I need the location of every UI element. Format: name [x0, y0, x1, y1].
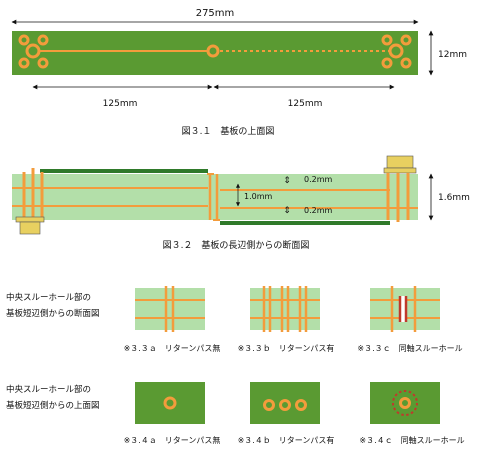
top-copper-plane — [40, 169, 208, 173]
fig33-row-label-1: 中央スルーホール部の — [6, 292, 91, 303]
fig33c-diagram — [370, 286, 440, 332]
fig33b-caption: ※３.３ｂ リターンパス有 — [238, 343, 335, 353]
center-via — [206, 44, 220, 58]
fig31-top-view: 275mm 12mm 125mm 125mm 図３.１ 基 — [11, 8, 467, 137]
right-sma-connector — [383, 155, 417, 222]
fig33a-caption: ※３.３ａ リターンパス無 — [124, 343, 221, 353]
fig34-row-label-1: 中央スルーホール部の — [6, 384, 91, 395]
dielectric-body — [12, 174, 418, 220]
fig31-caption: 図３.１ 基板の上面図 — [182, 125, 275, 137]
fig34b-diagram — [250, 382, 320, 424]
left-sma-connector — [15, 168, 45, 235]
dim-thickness-label: 1.6mm — [438, 193, 470, 203]
fig34a-caption: ※３.４ａ リターンパス無 — [124, 435, 221, 445]
fig34c-caption: ※３.４ｃ 同軸スルーホール — [359, 435, 464, 445]
dim-bottom-gap-label: 0.2mm — [304, 206, 333, 215]
fig34-row-label-2: 基板短辺側からの上面図 — [6, 400, 100, 411]
board-top — [12, 31, 418, 75]
fig33-row: 中央スルーホール部の 基板短辺側からの断面図 ※３.３ａ リターンパス無 ※３.… — [6, 286, 463, 353]
dim-top-gap-label: 0.2mm — [304, 175, 333, 184]
fig34-row: 中央スルーホール部の 基板短辺側からの上面図 ※３.４ａ リターンパス無 ※３.… — [6, 382, 465, 445]
dim-small-arrow-1: ⇕ — [283, 176, 291, 186]
dim-left-label: 125mm — [103, 99, 138, 109]
fig32-caption: 図３.２ 基板の長辺側からの断面図 — [163, 239, 310, 251]
right-connector-pads — [381, 34, 412, 69]
fig34c-diagram — [370, 382, 440, 424]
dim-height-label: 12mm — [438, 50, 467, 60]
fig32-side-section: ⇕ 0.2mm 1.0mm ⇕ 0.2mm 1.6mm 図３.２ 基板の長辺側か… — [12, 155, 470, 251]
fig34a-diagram — [135, 382, 205, 424]
dim-total-label: 275mm — [196, 8, 235, 19]
fig33-row-label-2: 基板短辺側からの断面図 — [6, 308, 100, 319]
fig34b-caption: ※３.４ｂ リターンパス有 — [238, 435, 335, 445]
fig33c-caption: ※３.３ｃ 同軸スルーホール — [357, 343, 462, 353]
dim-small-arrow-2: ⇕ — [283, 206, 291, 216]
dim-core-label: 1.0mm — [244, 192, 273, 201]
dim-right-label: 125mm — [288, 99, 323, 109]
fig33b-diagram — [250, 286, 320, 332]
fig33a-diagram — [135, 286, 205, 332]
bottom-copper-plane — [220, 221, 390, 225]
